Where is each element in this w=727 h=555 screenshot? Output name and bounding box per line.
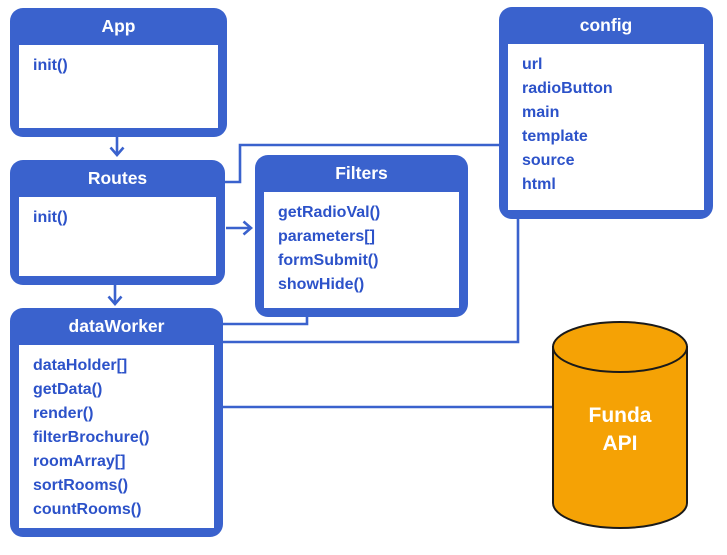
app-member: init() <box>33 57 68 74</box>
class-box-routes: Routes init() <box>10 160 225 285</box>
class-box-app: App init() <box>10 8 227 137</box>
dataworker-member: render() <box>33 405 94 422</box>
dataworker-member: countRooms() <box>33 501 142 518</box>
database-label-line1: Funda <box>589 404 652 427</box>
filters-member: getRadioVal() <box>278 204 381 221</box>
app-box-body: init() <box>19 45 218 128</box>
filters-box-body: getRadioVal() parameters[] formSubmit() … <box>264 192 459 308</box>
config-box-body: url radioButton main template source htm… <box>508 44 704 210</box>
edge-routes-filters-arrowhead <box>242 220 253 236</box>
edge-routes-config <box>224 143 500 184</box>
filters-member: formSubmit() <box>278 252 379 269</box>
config-box-title: config <box>579 15 633 35</box>
dataworker-box-title: dataWorker <box>68 316 165 336</box>
dataworker-member: sortRooms() <box>33 477 129 494</box>
funda-api-database: Funda API <box>552 321 688 529</box>
database-cylinder-body <box>552 346 688 529</box>
filters-member: parameters[] <box>278 228 375 245</box>
edge-routes-dataworker-arrowhead <box>107 295 123 306</box>
routes-member: init() <box>33 209 68 226</box>
dataworker-box-body: dataHolder[] getData() render() filterBr… <box>19 345 214 528</box>
config-member: source <box>522 152 575 169</box>
edge-filters-dataworker <box>223 316 309 326</box>
config-member: template <box>522 128 588 145</box>
dataworker-member: getData() <box>33 381 103 398</box>
database-cylinder-top <box>552 321 688 373</box>
routes-box-body: init() <box>19 197 216 276</box>
class-box-dataworker: dataWorker dataHolder[] getData() render… <box>10 308 223 537</box>
app-box-title: App <box>101 16 136 36</box>
filters-member: showHide() <box>278 276 365 293</box>
dataworker-member: dataHolder[] <box>33 357 128 374</box>
edge-config-dataworker <box>223 218 520 344</box>
class-box-filters: Filters getRadioVal() parameters[] formS… <box>255 155 468 317</box>
class-box-config: config url radioButton main template sou… <box>499 7 713 219</box>
database-label-line2: API <box>602 432 637 455</box>
filters-box-title: Filters <box>335 163 388 183</box>
config-member: url <box>522 56 543 73</box>
edge-app-routes-arrowhead <box>109 146 125 157</box>
routes-box-title: Routes <box>87 168 148 188</box>
config-member: radioButton <box>522 80 613 97</box>
config-member: main <box>522 104 560 121</box>
dataworker-member: roomArray[] <box>33 453 126 470</box>
config-member: html <box>522 176 556 193</box>
dataworker-member: filterBrochure() <box>33 429 150 446</box>
